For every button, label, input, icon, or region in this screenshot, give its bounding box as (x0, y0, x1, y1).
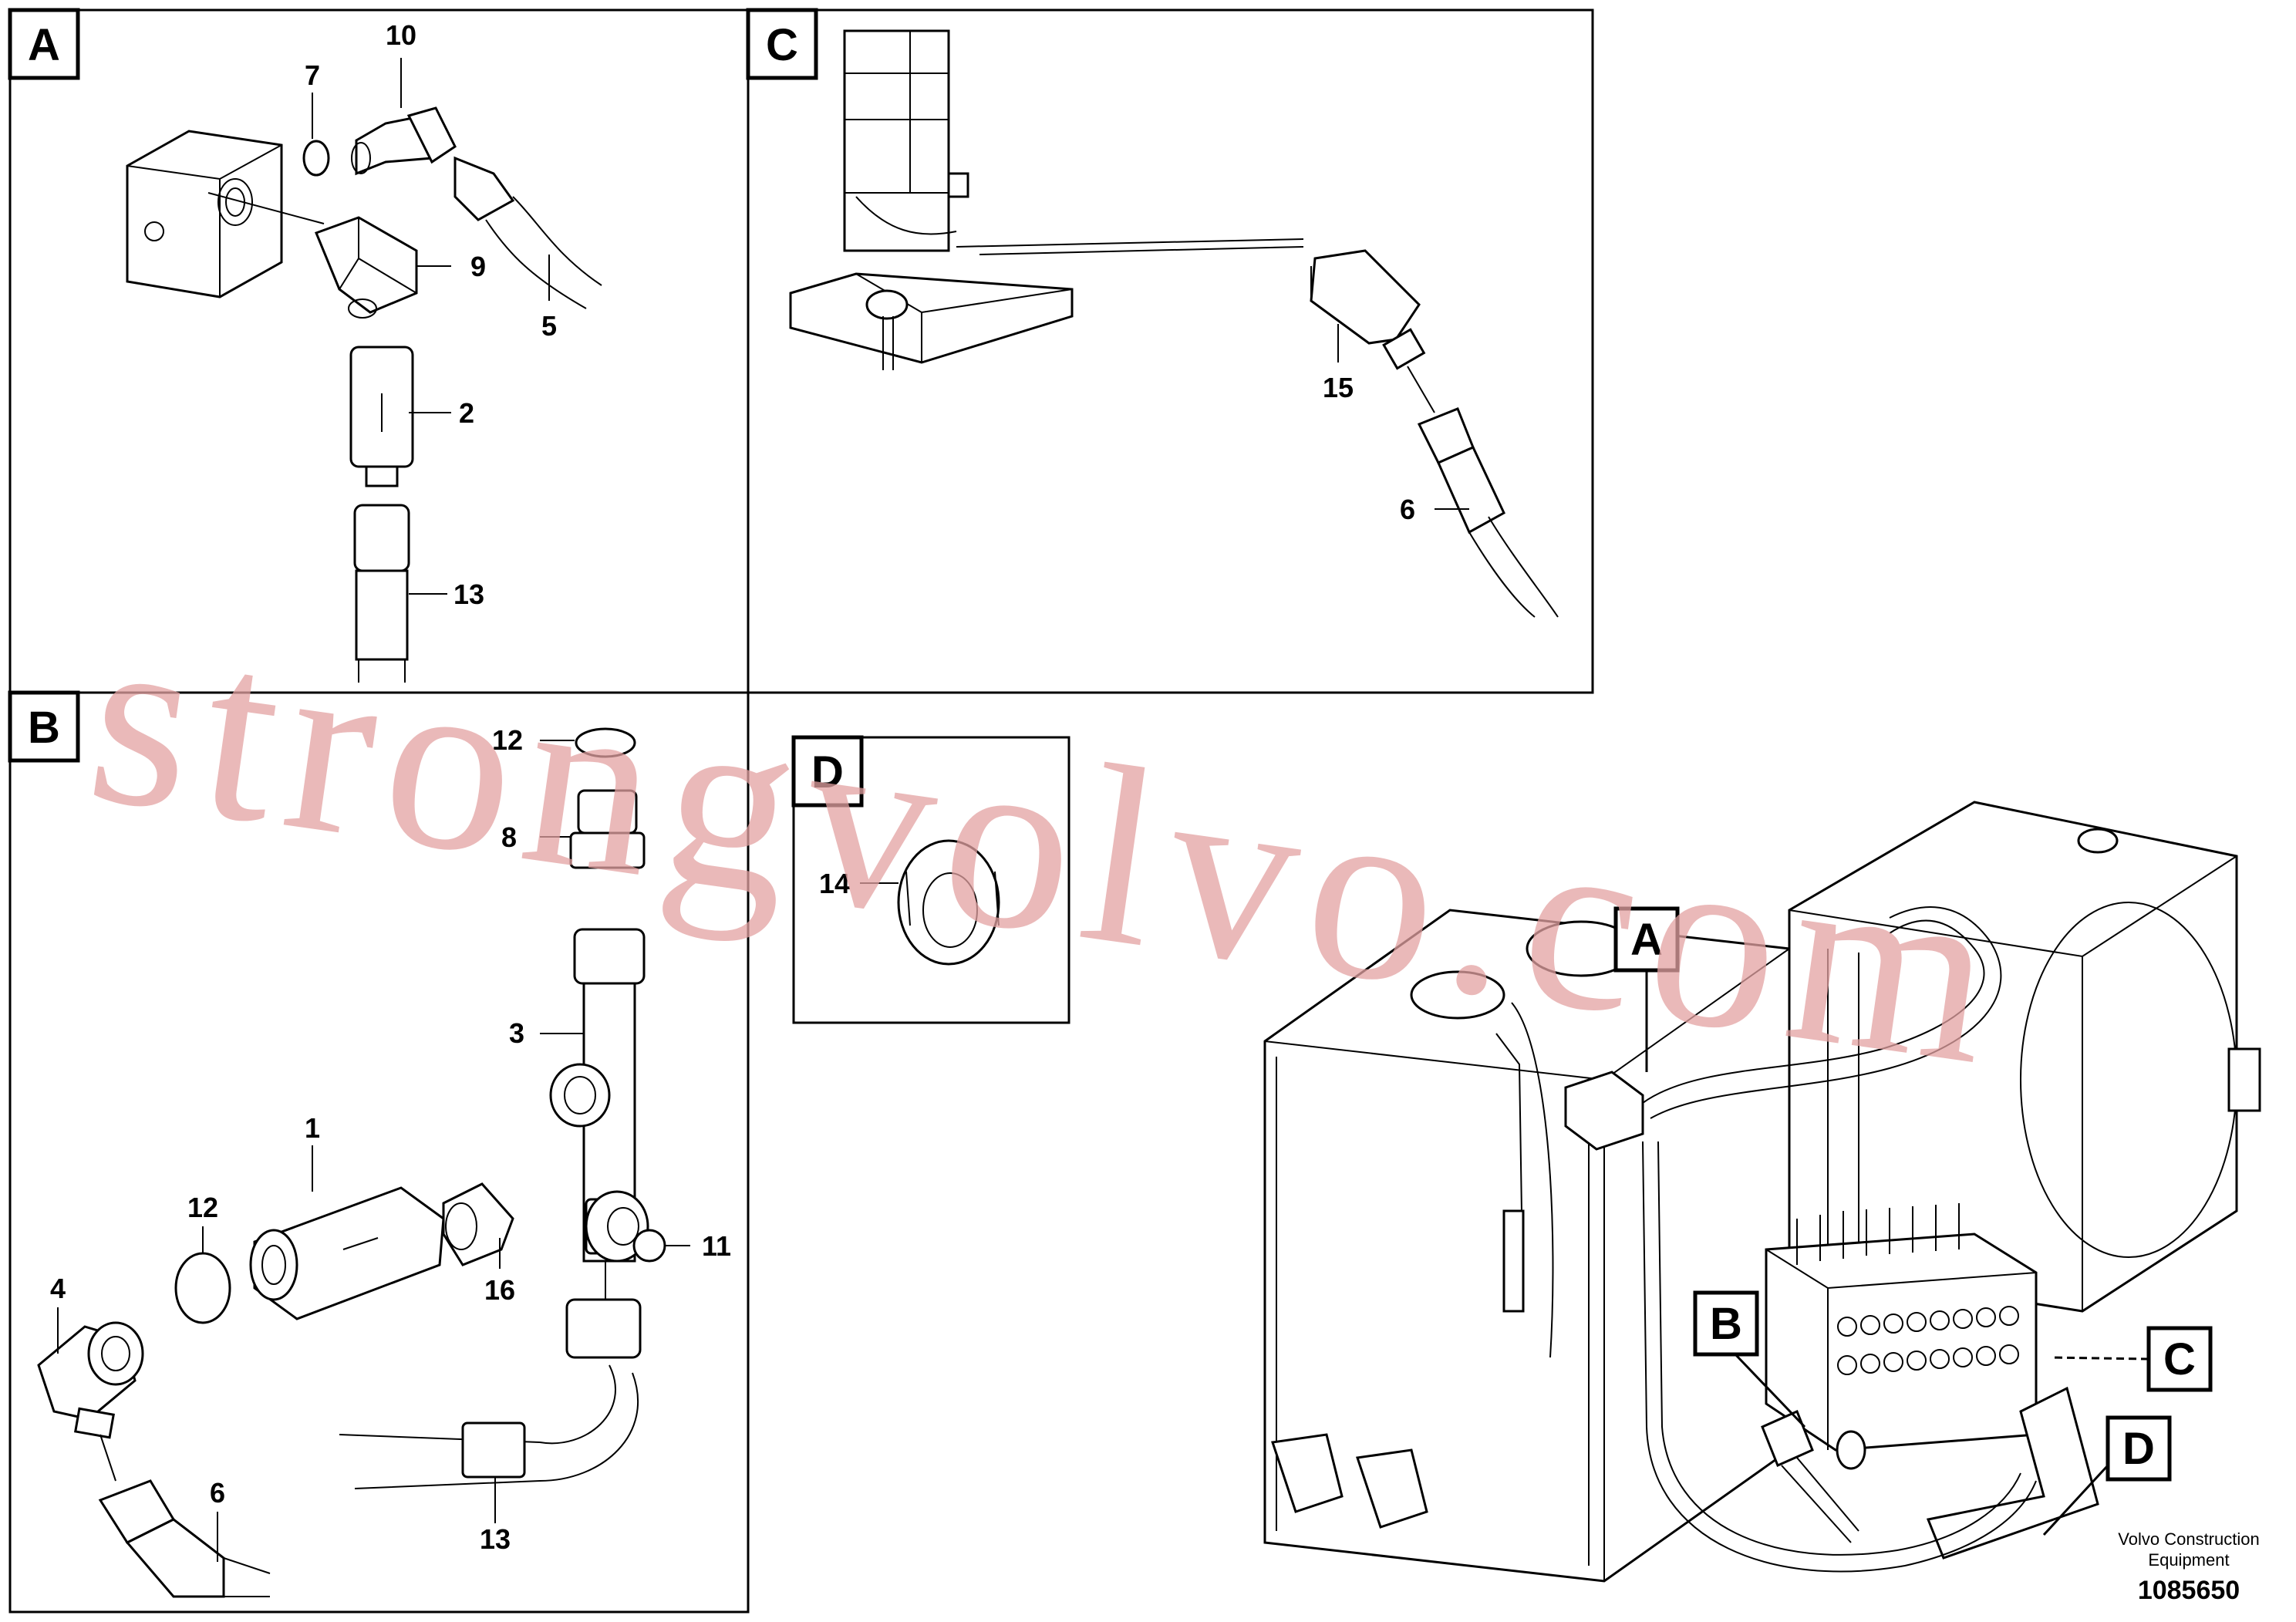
svg-text:D: D (2122, 1424, 2155, 1474)
callout-a-13: 13 (453, 578, 484, 610)
callout-b-16: 16 (484, 1274, 515, 1306)
svg-text:A: A (1630, 915, 1663, 965)
callout-a-10: 10 (386, 19, 416, 51)
main-label-b: B (1693, 1290, 1806, 1428)
callout-b-3: 3 (509, 1017, 524, 1049)
callout-c-6: 6 (1400, 494, 1415, 525)
panel-a-callouts: 10 7 9 5 2 13 (305, 19, 557, 610)
callout-b-1: 1 (305, 1112, 320, 1144)
panel-c-drawing (789, 29, 1559, 618)
callout-a-7: 7 (305, 59, 320, 91)
panel-b-callouts: 12 8 3 1 12 4 16 11 6 13 (50, 724, 731, 1555)
main-label-d: D (2042, 1415, 2172, 1536)
callout-c-15: 15 (1323, 372, 1354, 403)
callout-b-4: 4 (50, 1273, 66, 1304)
panel-a-label: A (8, 8, 80, 80)
svg-text:D: D (811, 747, 844, 798)
panel-frames (8, 8, 1594, 1614)
svg-text:A: A (28, 20, 60, 70)
valve-spools (1837, 1306, 2019, 1375)
document-number: 1085650 (2138, 1576, 2240, 1605)
panel-c-frame (747, 8, 1594, 694)
callout-b-12-left: 12 (187, 1192, 218, 1223)
panel-d-frame (792, 736, 1070, 1024)
main-assembly-drawing (1263, 801, 2261, 1583)
watermark: strongvolvo.com (76, 572, 2022, 1119)
callout-b-11: 11 (702, 1230, 731, 1262)
callout-b-8: 8 (501, 821, 517, 853)
panel-c-label: C (746, 8, 818, 80)
main-label-c: C (2051, 1326, 2213, 1392)
panel-a-drawing (126, 58, 602, 683)
brand-line-1: Volvo Construction (2118, 1529, 2259, 1549)
svg-text:C: C (766, 20, 798, 70)
svg-text:B: B (28, 703, 60, 753)
panel-d-label: D (791, 735, 864, 808)
svg-text:C: C (2163, 1334, 2196, 1384)
callout-b-6: 6 (210, 1477, 225, 1509)
panel-b-label: B (8, 690, 80, 763)
callout-a-2: 2 (459, 397, 474, 429)
svg-text:B: B (1710, 1299, 1742, 1349)
callout-a-9: 9 (470, 251, 486, 282)
panel-b-drawing (37, 727, 690, 1598)
panel-c-callouts: 15 6 (1323, 372, 1415, 525)
panel-b-frame (8, 691, 750, 1614)
callout-d-14: 14 (819, 868, 850, 899)
main-label-a: A (1613, 906, 1680, 1072)
callout-a-5: 5 (541, 310, 557, 342)
callout-b-13: 13 (480, 1523, 511, 1555)
brand-line-2: Equipment (2148, 1550, 2229, 1570)
callout-b-12-top: 12 (492, 724, 523, 756)
panel-d-drawing (860, 839, 1000, 966)
